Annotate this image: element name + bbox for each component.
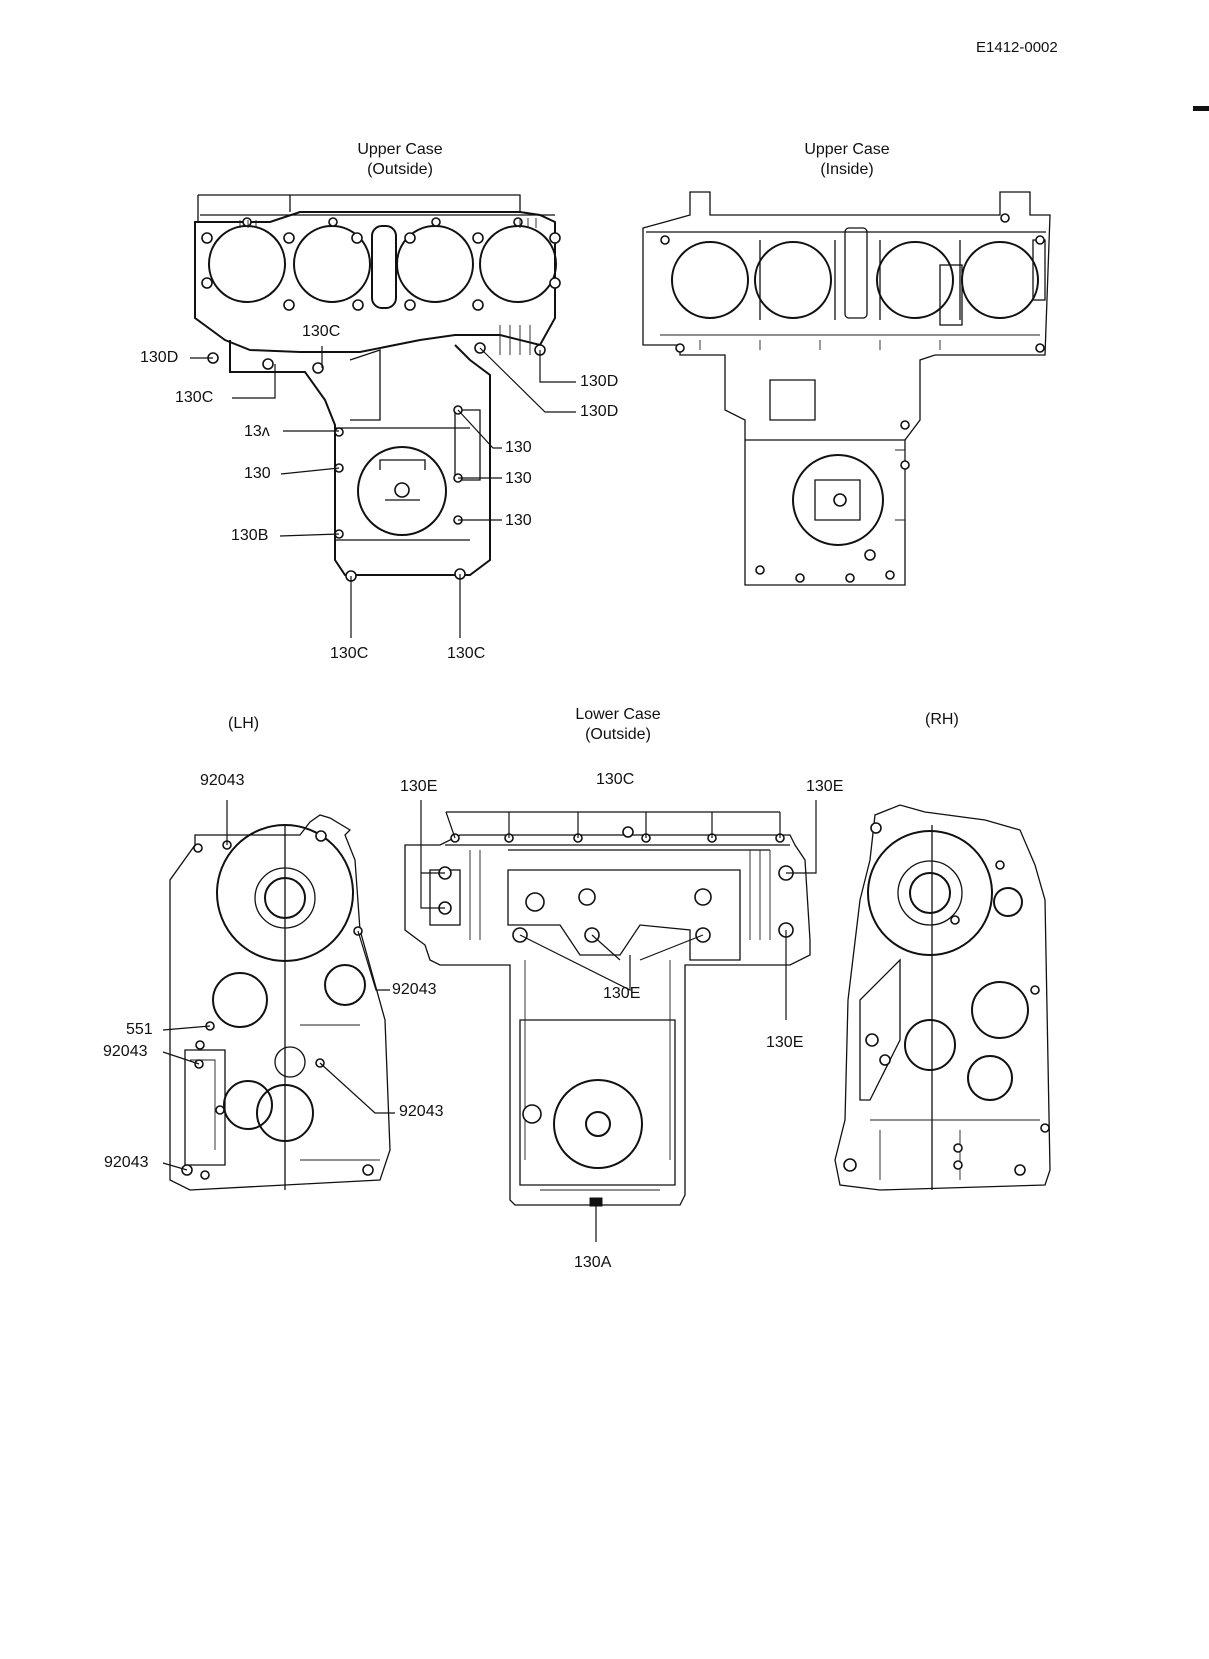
- callout-label: 92043: [399, 1103, 444, 1120]
- callout-label: 13ʌ: [244, 423, 270, 440]
- callout-label: 130: [505, 470, 532, 487]
- callout-label: 92043: [103, 1043, 148, 1060]
- callout-label: 130D: [580, 403, 619, 420]
- callout-label: 130C: [330, 645, 369, 662]
- lower-outside-leaders: [420, 800, 817, 1242]
- view-title-rh: (RH): [925, 711, 959, 728]
- callout-label: 130: [505, 439, 532, 456]
- view-title-lh: (LH): [228, 715, 260, 732]
- callout-label: 130: [244, 465, 271, 482]
- title-line: (Inside): [820, 161, 874, 178]
- callout-label: 130C: [447, 645, 486, 662]
- view-title-lower-outside: Lower Case (Outside): [575, 705, 660, 745]
- callout-label: 130C: [302, 323, 341, 340]
- upper-case-inside-drawing: [642, 191, 1051, 586]
- callout-label: 130D: [580, 373, 619, 390]
- callout-label: 130D: [140, 349, 179, 366]
- title-line: Lower Case: [575, 706, 661, 723]
- document-id: E1412-0002: [976, 39, 1058, 56]
- callout-label: 130E: [766, 1034, 804, 1051]
- callout-label: 92043: [392, 981, 437, 998]
- view-title-upper-outside: Upper Case (Outside): [357, 140, 442, 180]
- lh-leaders: [162, 800, 395, 1171]
- callout-label: 130E: [603, 985, 641, 1002]
- callout-label: 92043: [104, 1154, 149, 1171]
- title-line: Upper Case: [804, 141, 890, 158]
- callout-label: 130: [505, 512, 532, 529]
- title-line: (Outside): [367, 161, 433, 178]
- callout-label: 130B: [231, 527, 269, 544]
- upper-outside-leaders: [190, 346, 576, 638]
- callout-label: 130C: [175, 389, 214, 406]
- callout-label: 130C: [596, 771, 635, 788]
- callout-label: 130E: [806, 778, 844, 795]
- callout-label: 551: [126, 1021, 153, 1038]
- callout-label: 92043: [200, 772, 245, 789]
- page-edge-mark: [1193, 106, 1209, 111]
- lower-case-rh-drawing: [834, 804, 1051, 1191]
- lower-case-lh-drawing: [169, 814, 391, 1191]
- title-line: (Outside): [585, 726, 651, 743]
- callout-label: 130A: [574, 1254, 612, 1271]
- view-title-upper-inside: Upper Case (Inside): [804, 140, 889, 180]
- callout-label: 130E: [400, 778, 438, 795]
- title-line: Upper Case: [357, 141, 443, 158]
- lower-case-outside-drawing: [404, 826, 811, 1207]
